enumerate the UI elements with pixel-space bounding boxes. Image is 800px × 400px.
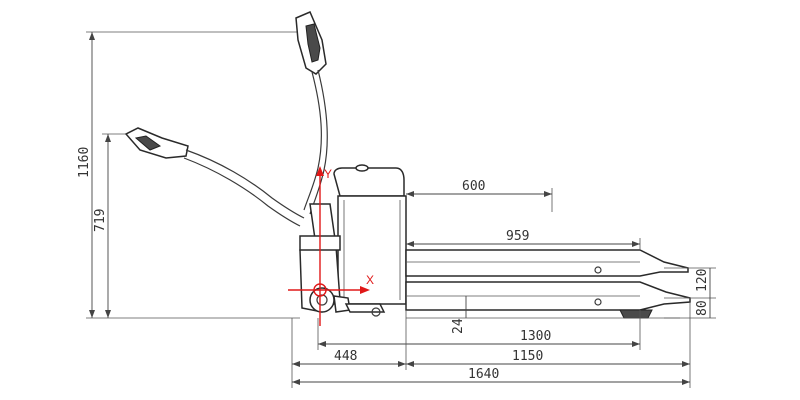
height-dimensions bbox=[86, 31, 312, 319]
handle-height-label: 719 bbox=[93, 209, 108, 232]
fork-height-low-label: 80 bbox=[695, 300, 710, 316]
tiller-upright bbox=[295, 11, 328, 215]
backrest-length-label: 600 bbox=[462, 179, 485, 194]
fork-upper-length-label: 959 bbox=[506, 229, 529, 244]
truck-body bbox=[299, 164, 407, 317]
overall-length-label: 1640 bbox=[468, 367, 499, 382]
y-axis-label: Y bbox=[324, 167, 332, 181]
ground-clearance-label: 24 bbox=[451, 318, 466, 334]
fork-height-high-label: 120 bbox=[695, 269, 710, 292]
tiller-lowered bbox=[124, 127, 305, 227]
length-dimensions bbox=[291, 188, 716, 388]
x-axis-label: X bbox=[366, 273, 374, 287]
fork-length-label: 1300 bbox=[520, 329, 551, 344]
coordinate-axes bbox=[288, 166, 370, 326]
body-length-label: 448 bbox=[334, 349, 357, 364]
length-to-face-label: 1150 bbox=[512, 349, 543, 364]
forks bbox=[405, 249, 691, 319]
overall-height-label: 1160 bbox=[77, 147, 92, 178]
